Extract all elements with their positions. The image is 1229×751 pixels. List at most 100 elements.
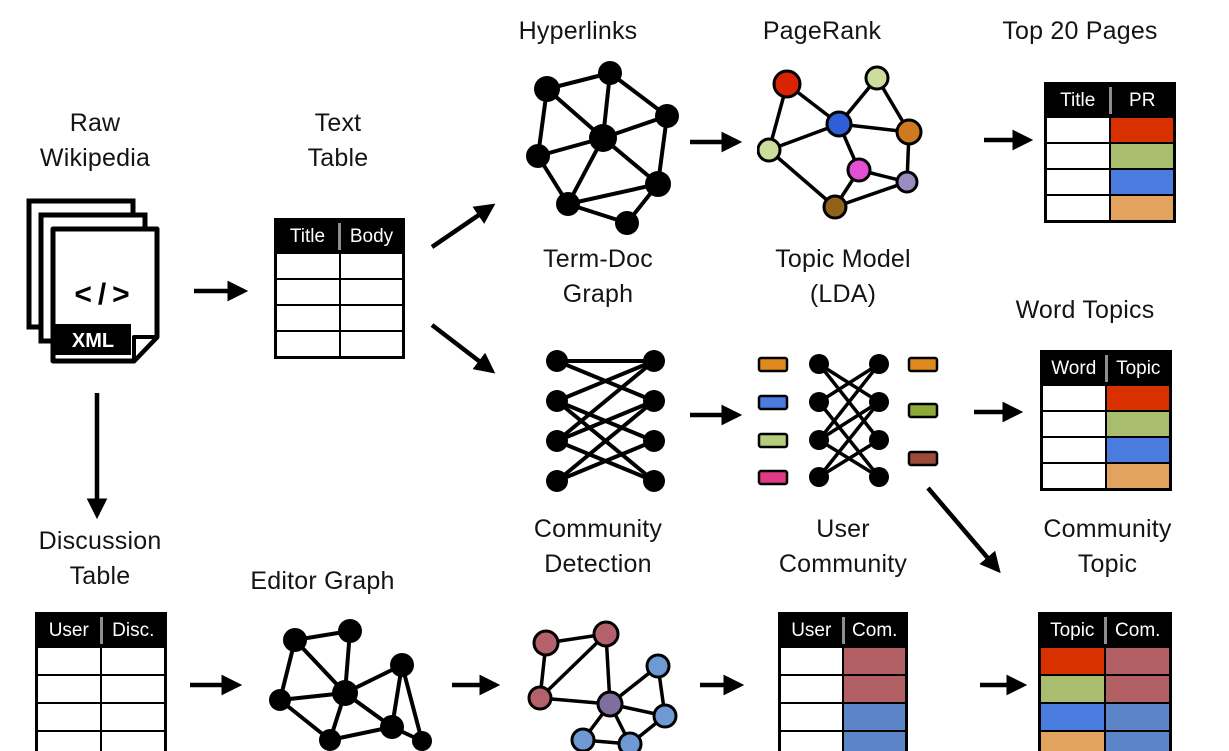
header-cell: Topic	[1116, 357, 1161, 379]
graph-node	[526, 144, 550, 168]
pagerank-node	[822, 194, 848, 220]
cell	[1047, 144, 1111, 168]
pagerank-node	[895, 170, 919, 194]
header-divider	[1108, 87, 1112, 114]
cell	[277, 280, 341, 304]
community-node-blue	[645, 653, 671, 679]
graph-edges	[817, 362, 881, 479]
header-cell: Title	[289, 225, 326, 247]
pr-cell	[1111, 118, 1173, 142]
word-topic-swatch	[907, 402, 939, 419]
graph-node	[338, 619, 362, 643]
xml-banner-label: XML	[72, 330, 114, 352]
header-divider	[841, 617, 845, 644]
graph-node	[809, 430, 829, 450]
word-topic-swatch	[907, 356, 939, 373]
topic-cell	[1107, 412, 1169, 436]
topic-cell	[1041, 648, 1106, 674]
graph-nodes	[757, 65, 923, 220]
graph-node	[546, 390, 568, 412]
label-raw-wikipedia: Raw Wikipedia	[39, 109, 151, 172]
code-glyph: </>	[74, 278, 135, 311]
doc-topic-swatch	[757, 432, 789, 449]
term-doc-graph	[546, 350, 665, 492]
graph-node	[319, 729, 341, 751]
arrow-topic-model-to-community-topic	[926, 486, 1001, 574]
cell	[102, 732, 164, 751]
table-row	[1043, 436, 1169, 462]
table-row	[277, 330, 402, 356]
label-word-topics: Word Topics	[1015, 296, 1155, 324]
graph-node	[869, 430, 889, 450]
community-cell	[844, 732, 905, 751]
graph-node	[283, 628, 307, 652]
community-cell	[844, 676, 905, 702]
graph-node	[643, 430, 665, 452]
header-cell: PR	[1129, 89, 1156, 111]
cell	[1047, 118, 1111, 142]
graph-edges	[555, 359, 656, 483]
community-cell	[1106, 732, 1169, 751]
cell	[102, 676, 164, 702]
top-pages-table: Title PR	[1044, 82, 1176, 223]
graph-node	[598, 61, 622, 85]
cell	[1043, 386, 1107, 410]
table-row	[781, 730, 905, 751]
graph-edges	[538, 632, 667, 746]
cell	[340, 280, 402, 304]
table-row	[1043, 410, 1169, 436]
pagerank-node	[846, 157, 872, 183]
pagerank-node	[772, 69, 802, 99]
header-divider	[1103, 617, 1107, 644]
cell	[781, 676, 844, 702]
cell	[781, 704, 844, 730]
topic-model-graph	[757, 354, 939, 487]
header-cell: Com.	[1115, 619, 1161, 641]
community-cell	[844, 648, 905, 674]
doc-topic-swatch	[757, 356, 789, 373]
graph-node	[615, 211, 639, 235]
discussion-table: User Disc.	[35, 612, 167, 751]
cell	[102, 704, 164, 730]
community-detection-graph	[527, 620, 678, 751]
community-node-blue	[570, 727, 596, 751]
table-row	[38, 702, 164, 730]
cell	[277, 254, 341, 278]
cell	[340, 332, 402, 356]
cell	[1047, 170, 1111, 194]
table-row	[781, 646, 905, 674]
graph-nodes	[526, 61, 679, 235]
table-header: Word Topic	[1043, 353, 1169, 384]
pagerank-node	[825, 110, 853, 138]
header-cell: User	[48, 619, 89, 641]
cell	[340, 306, 402, 330]
graph-node	[643, 390, 665, 412]
topic-cell	[1041, 732, 1106, 751]
graph-node	[589, 124, 617, 152]
label-discussion-table: Discussion Table	[38, 527, 162, 590]
graph-node	[546, 470, 568, 492]
table-header: Title PR	[1047, 85, 1173, 116]
pr-cell	[1111, 196, 1173, 220]
label-topic-model: Topic Model (LDA)	[775, 245, 911, 308]
doc-topic-swatch	[757, 469, 789, 486]
header-divider	[338, 223, 341, 250]
graph-node	[546, 430, 568, 452]
table-row	[1041, 646, 1169, 674]
label-pagerank: PageRank	[762, 17, 882, 45]
community-cell	[844, 704, 905, 730]
graph-nodes	[527, 620, 678, 751]
table-row	[1041, 702, 1169, 730]
xml-banner	[55, 324, 131, 355]
label-term-doc-graph: Term-Doc Graph	[543, 245, 653, 308]
community-topic-table: Topic Com.	[1038, 612, 1172, 751]
label-top-20-pages: Top 20 Pages	[1002, 17, 1158, 45]
page-fold-corner	[132, 335, 159, 363]
graph-node	[269, 689, 291, 711]
header-divider	[99, 617, 103, 644]
community-node-rose	[592, 620, 620, 648]
graph-node	[390, 653, 414, 677]
editor-graph	[269, 619, 432, 751]
cell	[781, 732, 844, 751]
header-cell: Word	[1051, 357, 1097, 379]
